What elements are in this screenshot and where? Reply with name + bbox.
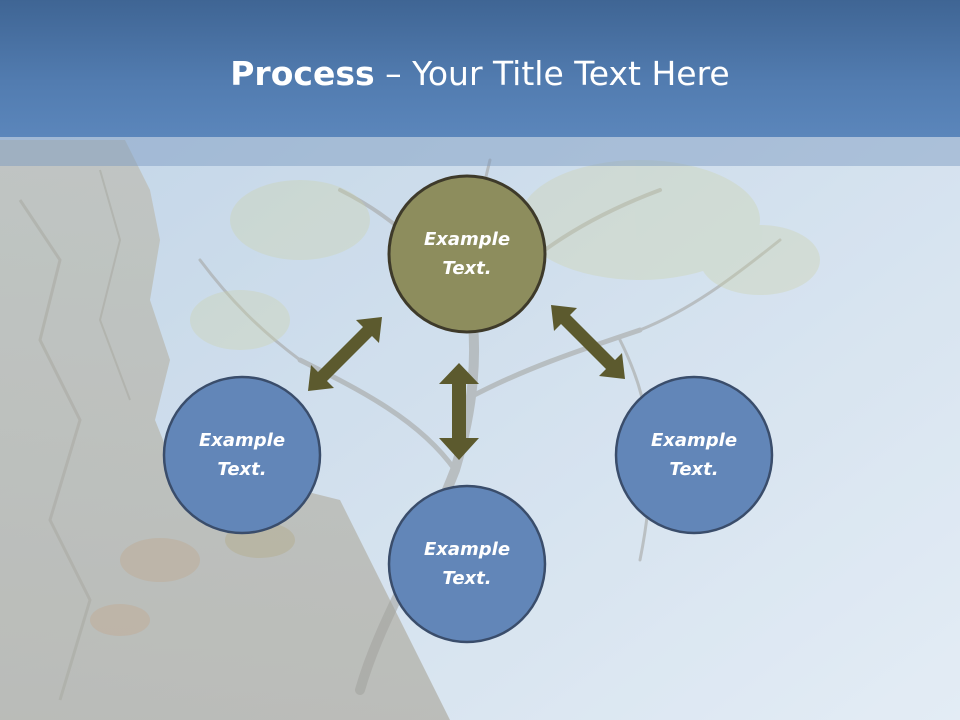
process-node-left[interactable]: [162, 375, 322, 535]
title-text-part: Your Title Text Here: [412, 54, 730, 93]
node-label-line2: Text.: [217, 459, 267, 480]
node-label-line1: Example: [423, 229, 511, 250]
node-label-line2: Text.: [669, 459, 719, 480]
double-arrow-icon[interactable]: [308, 317, 382, 391]
node-label-bottom: Example Text.: [389, 535, 545, 593]
process-node-bottom[interactable]: [387, 484, 547, 644]
node-label-line1: Example: [198, 430, 286, 451]
slide-title[interactable]: Process – Your Title Text Here: [0, 52, 960, 96]
title-bar-strip: [0, 137, 960, 166]
node-label-line2: Text.: [442, 258, 492, 279]
double-arrow-icon[interactable]: [439, 363, 479, 460]
node-label-right: Example Text.: [616, 426, 772, 484]
title-bold-part: Process: [230, 54, 375, 93]
node-label-left: Example Text.: [164, 426, 320, 484]
title-separator: –: [374, 54, 413, 93]
node-label-top: Example Text.: [389, 225, 545, 283]
node-label-line1: Example: [650, 430, 738, 451]
process-node-right[interactable]: [614, 375, 774, 535]
node-label-line2: Text.: [442, 568, 492, 589]
double-arrow-icon[interactable]: [551, 305, 625, 379]
title-bar: [0, 0, 960, 137]
node-label-line1: Example: [423, 539, 511, 560]
process-node-top[interactable]: [387, 174, 547, 334]
